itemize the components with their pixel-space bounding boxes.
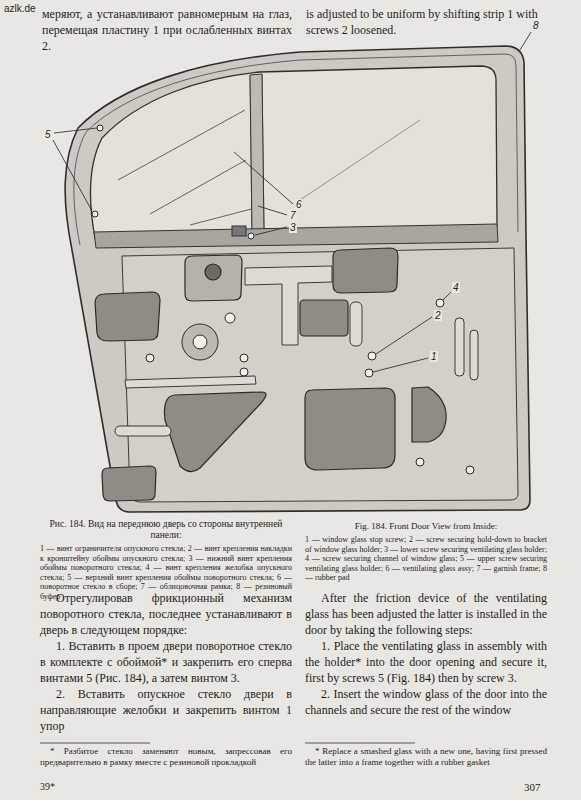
text-column: After the friction device of the ventila… <box>305 590 547 718</box>
callout-number: 4 <box>452 282 460 293</box>
panel-cutout <box>205 264 221 280</box>
screw <box>146 354 154 362</box>
callout-number: 5 <box>44 129 52 140</box>
leader-line <box>520 32 531 50</box>
footnote-rule <box>305 743 415 744</box>
panel-cutout <box>95 248 446 501</box>
callout-number: 3 <box>289 222 297 233</box>
footnote: * Разбитое стекло заменяют новым, запрес… <box>40 746 292 768</box>
panel-cutout <box>412 387 446 442</box>
leader-line <box>376 317 432 354</box>
stamped-rib <box>455 318 464 376</box>
leader-line <box>54 128 97 133</box>
panel-cutout <box>95 292 160 341</box>
body-paragraph: меряют, а устанавливают равномерным на г… <box>42 6 292 54</box>
panel-cutout <box>305 388 395 470</box>
window-frame-details <box>74 54 518 245</box>
figure-caption: Fig. 184. Front Door View from Inside: <box>305 521 547 532</box>
text-column: Отрегулировав фрикционный механизм повор… <box>40 590 292 734</box>
window-sill <box>232 226 246 236</box>
body-paragraph: 2. Insert the window glass of the door i… <box>305 686 547 718</box>
callout-number: 2 <box>434 310 442 321</box>
panel-cutout <box>102 466 156 501</box>
callout-number: 6 <box>295 199 303 210</box>
watermark: azlk.de <box>4 3 36 15</box>
screw <box>368 352 376 360</box>
leader-line <box>373 358 428 372</box>
stamped-rib <box>125 376 256 388</box>
body-paragraph: 1. Вставить в проем двери поворотное сте… <box>40 638 292 686</box>
text-column: Рис. 184. Вид на переднюю дверь со сторо… <box>40 519 292 602</box>
leader-line <box>53 140 92 211</box>
screw <box>436 299 444 307</box>
footnote: * Replace a smashed glass with a new one… <box>305 746 547 768</box>
body-paragraph: 2. Вставить опускное стекло двери в напр… <box>40 686 292 734</box>
vent-glass-holder <box>250 74 264 232</box>
window-frame-details <box>150 160 246 214</box>
screw <box>92 211 98 217</box>
footnote-rule <box>40 743 150 744</box>
body-paragraph: is adjusted to be uniform by shifting st… <box>306 6 546 38</box>
page-number: 307 <box>524 781 541 794</box>
screw <box>365 369 373 377</box>
stamped-rib <box>470 330 478 380</box>
window-frame-details <box>118 110 245 180</box>
screw <box>248 233 254 239</box>
screw <box>225 313 235 323</box>
screw <box>416 458 424 466</box>
panel-cutout <box>185 255 242 301</box>
leader-line <box>53 32 531 372</box>
text-column: Fig. 184. Front Door View from Inside: 1 … <box>305 521 547 583</box>
window-frame-details <box>74 54 518 245</box>
page-signature: 39* <box>40 781 55 793</box>
screw <box>182 324 218 360</box>
screw <box>466 466 474 474</box>
screw <box>240 354 248 362</box>
body-paragraph: After the friction device of the ventila… <box>305 590 547 638</box>
door-outline <box>65 46 530 512</box>
stamped-rib <box>245 266 332 345</box>
panel-cutout <box>333 248 398 293</box>
vent-glass-holder <box>250 74 264 232</box>
screw <box>92 125 474 474</box>
panel-cutout <box>300 300 348 336</box>
door-outline <box>65 46 530 512</box>
leader-line <box>255 227 287 235</box>
screw <box>97 125 103 131</box>
screw <box>193 335 207 349</box>
panel-cutout <box>164 392 266 472</box>
screw <box>240 368 248 376</box>
leader-line <box>258 206 287 215</box>
window-frame-details <box>300 120 420 200</box>
callout-number: 7 <box>289 210 297 221</box>
stamped-rib <box>350 302 362 346</box>
figure-caption: Рис. 184. Вид на переднюю дверь со сторо… <box>40 519 292 541</box>
legend-text: 1 — window glass stop screw; 2 — screw s… <box>305 535 547 583</box>
callout-number: 1 <box>430 351 438 362</box>
body-paragraph: Отрегулировав фрикционный механизм повор… <box>40 590 292 638</box>
footnote-rule <box>40 743 415 744</box>
leader-line <box>443 292 451 300</box>
inner-panel <box>122 248 518 502</box>
window-frame-details <box>190 208 255 225</box>
body-paragraph: 1. Place the ventilating glass in assemb… <box>305 638 547 686</box>
inner-panel <box>122 248 518 502</box>
callout-number: 8 <box>532 20 540 31</box>
stamped-rib <box>115 426 171 436</box>
leader-line <box>234 152 293 204</box>
stamped-rib <box>115 266 478 436</box>
